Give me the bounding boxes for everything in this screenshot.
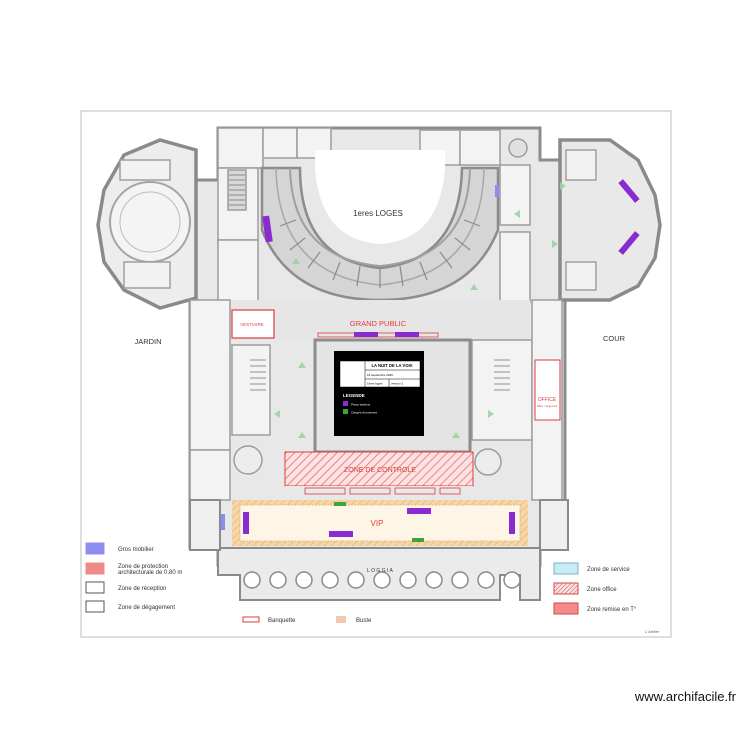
top-left-rooms: [217, 127, 332, 311]
legend-swatch-photo: [343, 401, 348, 406]
zone-controle-label: ZONE DE CONTROLE: [344, 467, 416, 474]
legend-swatch-banquette: [242, 616, 260, 623]
vestiaire-room: [231, 309, 275, 339]
left-rotunda: [96, 138, 198, 310]
legend-label-protection: Zone de protection architecturale de 0.8…: [118, 564, 182, 576]
furniture-block: [618, 179, 640, 203]
vestiaire-label: VESTIAIRE: [240, 322, 264, 327]
cour-label: COUR: [603, 334, 626, 343]
vip-zone: [239, 504, 521, 542]
title-block-version: version 2: [391, 382, 404, 386]
office-sub-label: Office / rangement: [537, 405, 558, 408]
office-label: OFFICE: [538, 397, 557, 403]
vip-label: VIP: [371, 519, 384, 528]
signature: L'Atelier: [645, 629, 660, 634]
legend-label-gros-mobilier: Gros mobilier: [118, 547, 154, 553]
loges-label: 1eres LOGES: [353, 209, 403, 218]
title-block-date: 16 septembre 2020: [367, 373, 393, 377]
jardin-label: JARDIN: [134, 337, 161, 346]
legend-label-service: Zone de service: [587, 567, 630, 573]
legend-swatch-reception: [85, 581, 105, 594]
watermark: www.archifacile.fr: [634, 689, 736, 704]
legend-swatch-remise: [553, 602, 579, 615]
legend-label-office: Zone office: [587, 587, 617, 593]
legend-label-remise: Zone remise en T°: [587, 607, 637, 613]
side-wings: [189, 499, 569, 551]
loges-void: [315, 150, 445, 244]
loges-horseshoe: [260, 166, 500, 302]
title-block: LA NUIT DE LA VOIX 16 septembre 2020 1èr…: [334, 351, 424, 436]
legend-swatch-office: [553, 582, 579, 595]
green-arrows: [274, 182, 566, 438]
legend-left: Gros mobilier Zone de protection archite…: [85, 542, 182, 613]
legend-swatch-degagement: [85, 600, 105, 613]
title-block-legend-item-2: Ciérges d'ornement: [351, 411, 377, 415]
legend-label-banquette: Banquette: [268, 618, 296, 624]
legend-swatch-gros-mobilier: [85, 542, 105, 555]
stair-lines: [229, 174, 245, 206]
legend-right: Zone de service Zone office Zone remise …: [553, 562, 637, 615]
office-room: [534, 359, 561, 421]
title-block-sub: 1ères loges: [367, 382, 383, 386]
legend-label-degagement: Zone de dégagement: [118, 605, 175, 611]
right-stair-lines: [494, 359, 510, 391]
legend-swatch-green: [343, 409, 348, 414]
legend-label-reception: Zone de réception: [118, 586, 166, 592]
legend-swatch-service: [553, 562, 579, 575]
zone-controle-floor: [285, 486, 473, 496]
furniture-block: [618, 231, 640, 255]
green-markers: [334, 502, 424, 542]
loggia-label: L O G G I A: [367, 568, 393, 574]
legend-swatch-protection: [85, 562, 105, 575]
legend-bottom: Banquette Buste: [242, 616, 372, 624]
right-rotunda: [558, 138, 662, 302]
title-block-title: LA NUIT DE LA VOIX: [371, 363, 412, 368]
banquettes-row: [304, 487, 461, 495]
legend-label-protection-line1: Zone de protection: [118, 564, 168, 570]
grand-public-label: GRAND PUBLIC: [350, 319, 407, 328]
title-block-legend-title: LEGENDE: [343, 393, 365, 398]
left-stair-lines: [250, 359, 266, 391]
title-block-legend-item-1: Photo-stations: [351, 403, 371, 407]
legend-label-buste: Buste: [356, 618, 372, 624]
legend-swatch-buste: [336, 616, 346, 623]
legend-label-protection-line2: architecturale de 0.80 m: [118, 570, 182, 576]
loggia-columns: [243, 571, 521, 589]
